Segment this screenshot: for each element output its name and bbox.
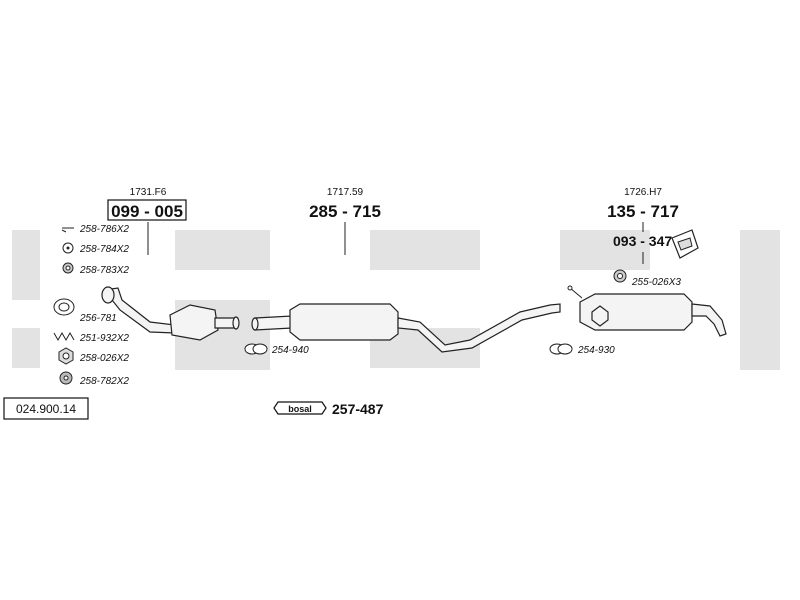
mounting-bracket-icon [671,229,699,259]
assembly-1-ref: 1731.F6 [130,187,167,198]
gasket-icon [53,298,75,316]
bush-icon [62,262,74,274]
clamp-icon [61,227,74,233]
hanger-code[interactable]: 255-026X3 [631,277,681,288]
mounting-part[interactable]: 093 - 347 [613,233,672,249]
hardware-right-code[interactable]: 254-930 [577,345,615,356]
catalog-number-box [3,397,89,420]
washer-icon [62,242,74,254]
assembly-1-box [107,199,187,221]
assembly-3-ref: 1726.H7 [624,187,662,198]
assembly-2-part[interactable]: 285 - 715 [309,202,381,221]
bosal-kit-logo: bosal [273,401,327,415]
middle-pipe-silencer[interactable] [251,303,561,353]
hardware-code[interactable]: 258-782X2 [79,376,129,387]
rubber-icon [59,371,73,385]
spring-icon [53,331,75,342]
rear-silencer[interactable] [567,285,727,337]
hardware-code[interactable]: 258-784X2 [79,244,129,255]
assembly-1-part[interactable]: 099 - 005 [111,202,183,221]
hardware-code[interactable]: 256-781 [79,313,117,324]
hardware-code[interactable]: 251-932X2 [79,333,129,344]
nut-icon [58,347,74,365]
assembly-2-ref: 1717.59 [327,187,364,198]
clamp-ring-icon [549,343,573,355]
hardware-list-left: 258-786X2 258-784X2 258-783X2 256-781 25… [53,224,129,387]
front-pipe-catalyst[interactable] [101,286,240,341]
kit-logo-text: bosal [288,404,312,414]
hardware-code[interactable]: 258-783X2 [79,265,129,276]
catalog-number[interactable]: 024.900.14 [16,402,76,416]
hardware-code[interactable]: 258-026X2 [79,353,129,364]
hardware-code[interactable]: 258-786X2 [79,224,129,235]
hardware-mid-code[interactable]: 254-940 [271,345,309,356]
assembly-3-part[interactable]: 135 - 717 [607,202,679,221]
rubber-hanger-icon [613,269,627,283]
kit-part[interactable]: 257-487 [332,401,384,417]
clamp-ring-icon [244,343,268,355]
